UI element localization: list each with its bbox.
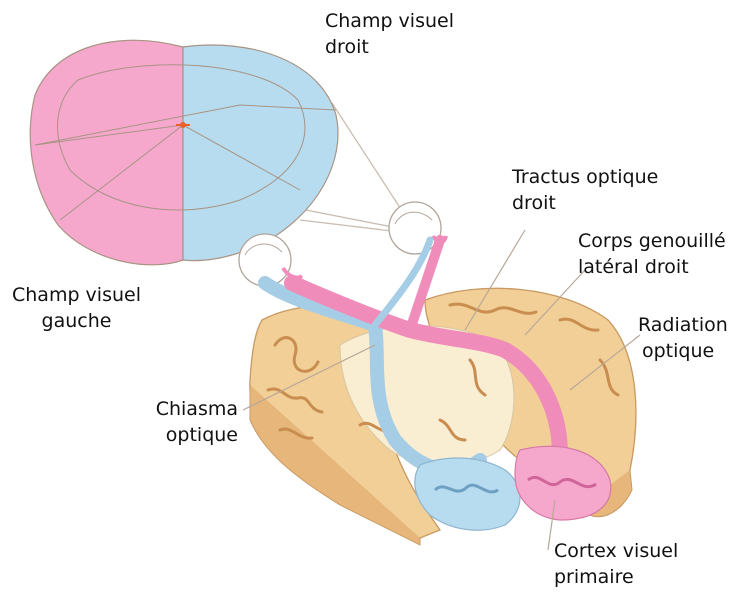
label-tractus-optique: Tractus optique droit — [512, 164, 658, 216]
left-visual-field — [30, 40, 183, 265]
label-champ-visuel-gauche: Champ visuel gauche — [12, 282, 141, 334]
label-chiasma-optique: Chiasma optique — [134, 396, 238, 448]
label-radiation-optique: Radiation optique — [638, 312, 728, 364]
label-corps-genouille: Corps genouillé latéral droit — [578, 228, 726, 280]
label-champ-visuel-droit: Champ visuel droit — [325, 8, 454, 60]
label-cortex-visuel: Cortex visuel primaire — [554, 538, 678, 590]
